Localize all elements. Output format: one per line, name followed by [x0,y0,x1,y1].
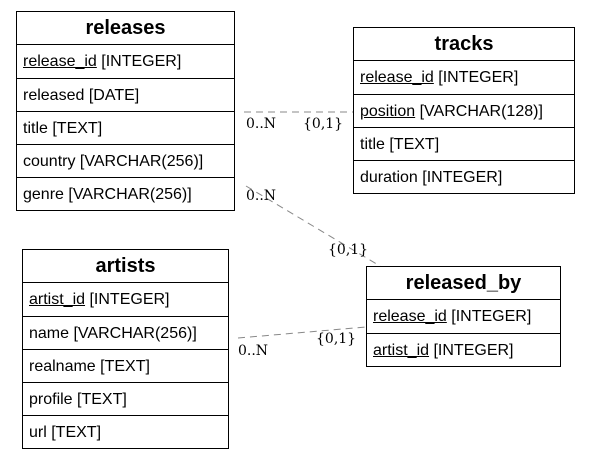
attr-name: title [360,136,385,153]
attr-type: [VARCHAR(256)] [73,325,197,342]
card-releases-tracks-to: {0,1} [303,116,343,132]
attr-type: [DATE] [88,87,140,104]
attr-name: url [29,424,47,441]
attr-name: artist_id [373,342,430,359]
attr-type: [INTEGER] [89,291,170,308]
attr-releases-title: title [TEXT] [17,111,234,144]
entity-title-releases: releases [17,12,234,45]
attr-name: release_id [360,69,434,86]
attr-artists-url: url [TEXT] [23,415,228,448]
attr-released-by-release-id: release_id [INTEGER] [367,300,560,333]
attr-tracks-release-id: release_id [INTEGER] [354,61,574,94]
attr-name: released [23,87,85,104]
entity-tracks[interactable]: tracks release_id [INTEGER] position [VA… [353,27,575,194]
attr-type: [INTEGER] [451,308,532,325]
attr-artists-profile: profile [TEXT] [23,382,228,415]
entity-artists[interactable]: artists artist_id [INTEGER] name [VARCHA… [22,249,229,449]
attr-name: country [23,153,76,170]
attr-releases-genre: genre [VARCHAR(256)] [17,177,234,210]
attr-releases-country: country [VARCHAR(256)] [17,144,234,177]
attr-type: [TEXT] [389,136,440,153]
attr-name: artist_id [29,291,86,308]
attr-name: position [360,103,416,120]
card-releases-tracks-from: 0..N [246,116,276,132]
entity-title-released-by: released_by [367,267,560,300]
attr-type: [TEXT] [51,424,102,441]
attr-type: [TEXT] [100,358,150,375]
entity-released-by[interactable]: released_by release_id [INTEGER] artist_… [366,266,561,367]
attr-type: [INTEGER] [101,53,182,70]
card-artists-released-by-to: {0,1} [316,331,356,347]
attr-name: profile [29,391,73,408]
attr-artists-realname: realname [TEXT] [23,349,228,382]
attr-type: [VARCHAR(128)] [419,103,543,120]
attr-type: [INTEGER] [438,69,519,86]
attr-released-by-artist-id: artist_id [INTEGER] [367,333,560,366]
attr-name: realname [29,358,96,375]
entity-title-artists: artists [23,250,228,283]
attr-artists-name: name [VARCHAR(256)] [23,316,228,349]
attr-tracks-position: position [VARCHAR(128)] [354,94,574,127]
entity-title-tracks: tracks [354,28,574,61]
attr-name: release_id [23,53,97,70]
card-artists-released-by-from: 0..N [238,343,268,359]
attr-name: genre [23,186,64,203]
edge-artists-released-by [237,326,367,339]
attr-releases-release-id: release_id [INTEGER] [17,45,234,78]
attr-name: duration [360,169,418,186]
attr-type: [TEXT] [52,120,103,137]
attr-artists-artist-id: artist_id [INTEGER] [23,283,228,316]
attr-releases-released: released [DATE] [17,78,234,111]
attr-tracks-title: title [TEXT] [354,127,574,160]
attr-name: title [23,120,48,137]
attr-type: [VARCHAR(256)] [68,186,192,203]
attr-type: [INTEGER] [433,342,514,359]
attr-type: [INTEGER] [422,169,503,186]
attr-type: [TEXT] [77,391,127,408]
entity-releases[interactable]: releases release_id [INTEGER] released [… [16,11,235,211]
attr-name: release_id [373,308,447,325]
card-releases-released-by-from: 0..N [246,188,276,204]
attr-name: name [29,325,70,342]
card-releases-released-by-to: {0,1} [328,242,368,258]
attr-tracks-duration: duration [INTEGER] [354,160,574,193]
attr-type: [VARCHAR(256)] [79,153,204,170]
edge-releases-released-by [245,185,381,267]
